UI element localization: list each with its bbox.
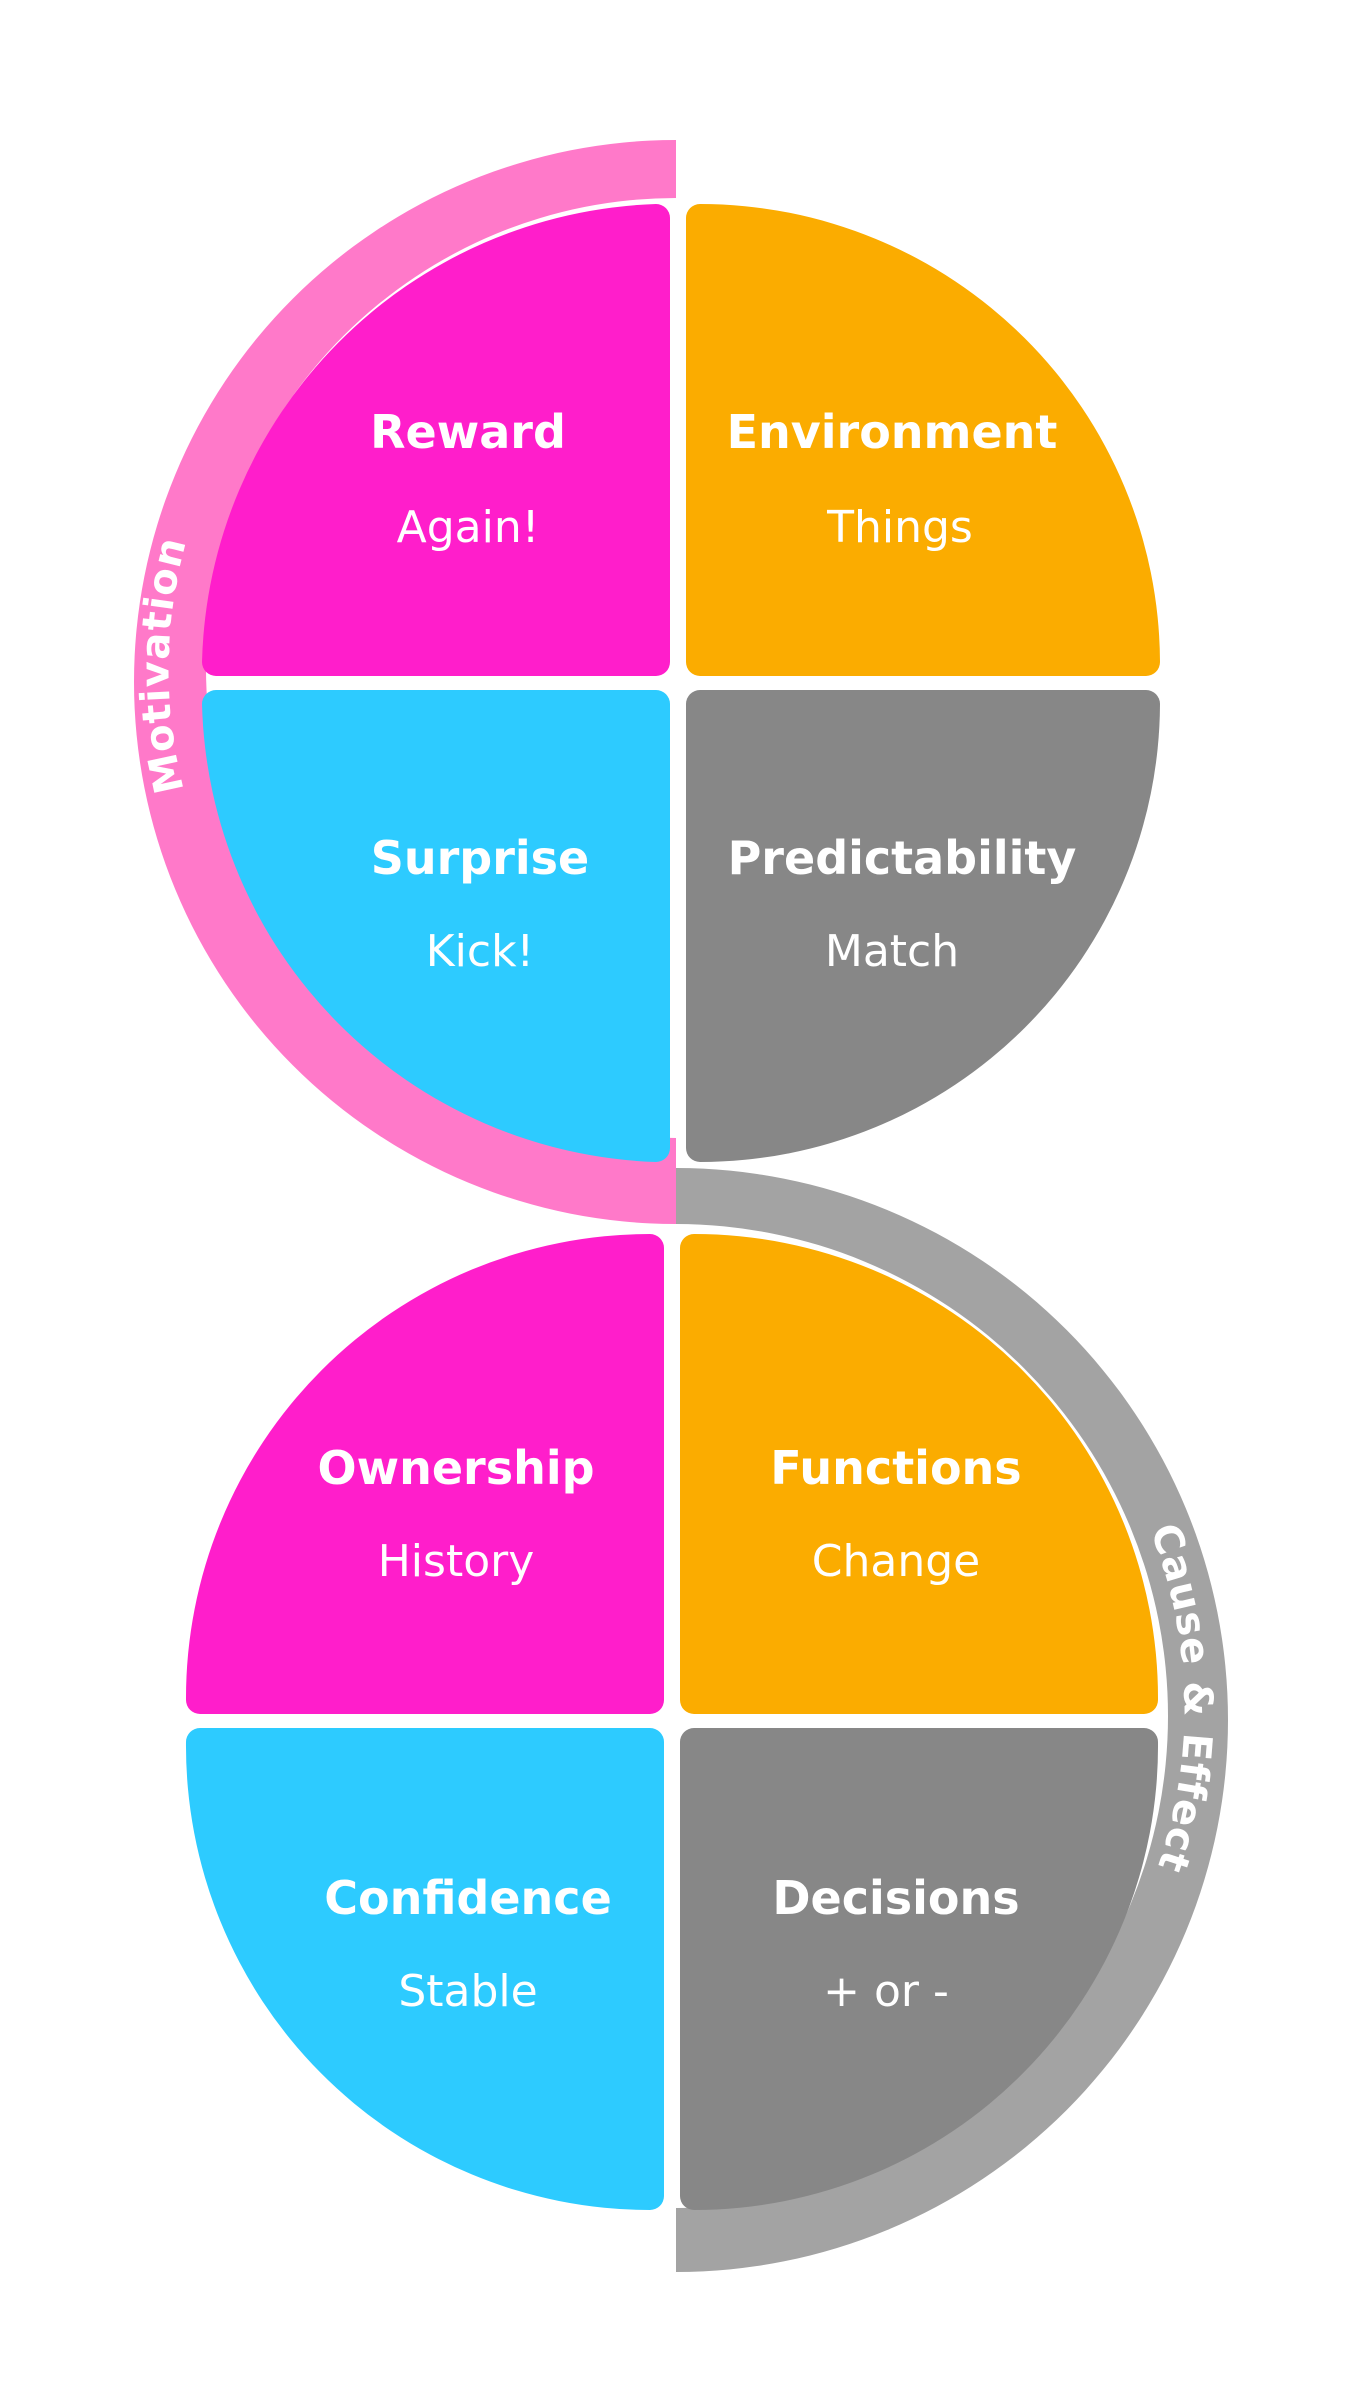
ownership-subtitle: History	[378, 1536, 535, 1587]
confidence-title: Confidence	[324, 1871, 612, 1925]
functions-quadrant	[680, 1234, 1159, 1714]
predictability-title: Predictability	[728, 831, 1077, 885]
functions-subtitle: Change	[812, 1536, 980, 1587]
predictability-subtitle: Match	[825, 926, 959, 977]
functions-title: Functions	[770, 1441, 1021, 1495]
decisions-title: Decisions	[772, 1871, 1019, 1925]
reward-subtitle: Again!	[397, 502, 540, 553]
confidence-subtitle: Stable	[398, 1966, 537, 2017]
motivation-band	[134, 140, 676, 1224]
reward-title: Reward	[370, 405, 566, 459]
predictability-quadrant	[686, 690, 1160, 1162]
environment-subtitle: Things	[826, 502, 973, 553]
surprise-title: Surprise	[371, 831, 590, 885]
surprise-quadrant	[202, 690, 670, 1162]
ownership-quadrant	[185, 1234, 664, 1714]
environment-quadrant	[686, 204, 1160, 676]
reward-quadrant	[202, 204, 670, 676]
confidence-quadrant	[185, 1728, 665, 2210]
surprise-subtitle: Kick!	[426, 926, 534, 977]
decisions-quadrant	[680, 1728, 1159, 2210]
environment-title: Environment	[727, 405, 1058, 459]
cause-effect-band	[676, 1168, 1228, 2272]
decisions-subtitle: + or -	[823, 1966, 949, 2017]
ownership-title: Ownership	[317, 1441, 594, 1495]
